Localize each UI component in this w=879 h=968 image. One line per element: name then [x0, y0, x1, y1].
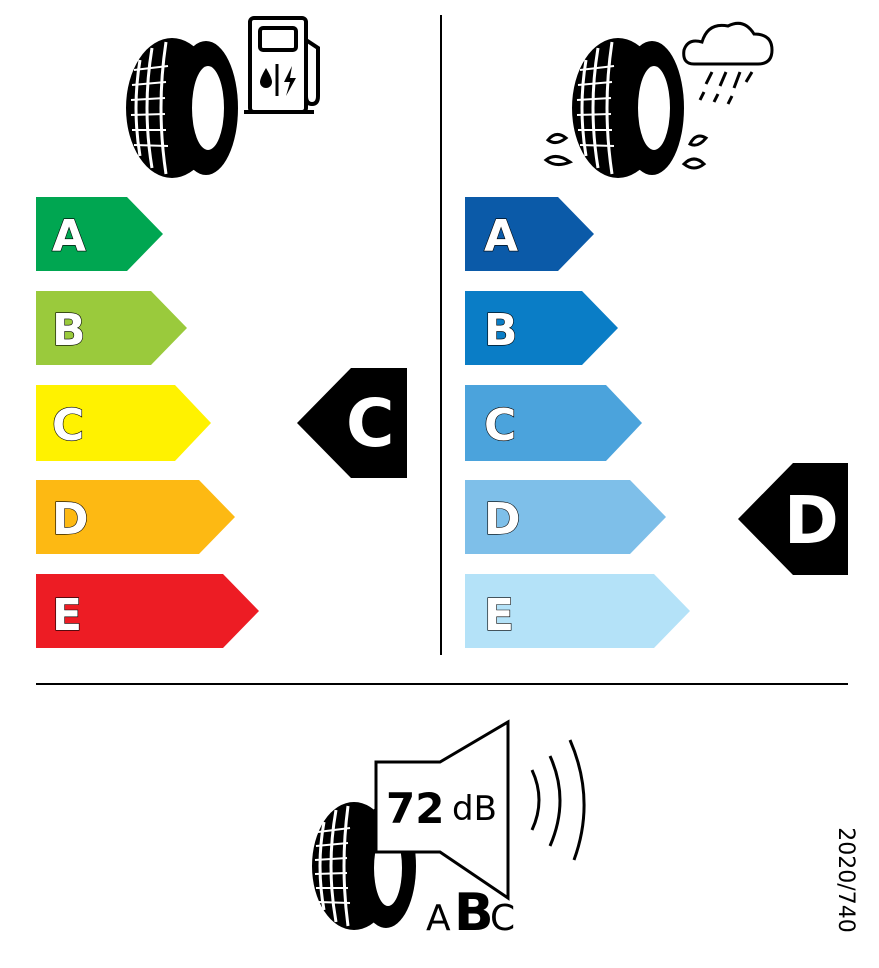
noise-class-a: A — [426, 898, 451, 939]
wet-grip-section: A B C D E D — [442, 0, 879, 660]
fuel-rating-badge: C — [297, 368, 407, 478]
fuel-rating-letter: C — [346, 385, 394, 462]
noise-class-c: C — [490, 898, 515, 939]
fuel-class-bar-e: E — [36, 574, 259, 648]
fuel-class-bar-b: B — [36, 291, 187, 365]
fuel-class-label: E — [52, 590, 82, 641]
wet-grip-graphic: A B C D E D — [465, 21, 848, 648]
wet-class-label: D — [484, 494, 521, 545]
fuel-class-bar-d: D — [36, 480, 235, 554]
noise-unit: dB — [452, 789, 497, 829]
wet-rating-letter: D — [784, 482, 839, 559]
wet-class-label: E — [484, 590, 514, 641]
tire-icon — [126, 38, 238, 178]
fuel-drop-icon — [260, 68, 272, 88]
speaker-icon — [374, 719, 510, 901]
fuel-efficiency-graphic: A B C D E C — [36, 16, 407, 648]
regulation-number: 2020/740 — [833, 827, 858, 933]
electric-bolt-icon — [284, 66, 296, 96]
wet-class-label: B — [484, 305, 518, 356]
fuel-class-label: C — [52, 400, 84, 451]
fuel-class-bar-a: A — [36, 197, 163, 271]
noise-section: 72 dB A B C — [0, 690, 879, 964]
vertical-divider — [440, 15, 442, 655]
wet-class-label: C — [484, 400, 516, 451]
horizontal-divider — [36, 683, 848, 685]
tire-icon — [572, 38, 684, 178]
water-splash-icon — [543, 133, 709, 170]
wet-class-bar-b: B — [465, 291, 618, 365]
fuel-class-label: B — [52, 305, 86, 356]
sound-waves-icon — [530, 739, 586, 861]
wet-class-bar-e: E — [465, 574, 690, 648]
wet-class-bar-a: A — [465, 197, 594, 271]
wet-class-bar-d: D — [465, 480, 666, 554]
wet-class-label: A — [484, 211, 518, 262]
fuel-class-bar-c: C — [36, 385, 211, 461]
noise-class-b: B — [454, 883, 494, 943]
fuel-efficiency-section: A B C D E C — [0, 0, 440, 660]
fuel-class-label: A — [52, 211, 86, 262]
wet-rating-badge: D — [738, 463, 848, 575]
noise-graphic: 72 dB A B C — [312, 719, 586, 943]
fuel-class-label: D — [52, 494, 89, 545]
noise-value: 72 — [386, 784, 444, 833]
fuel-pump-icon — [244, 16, 320, 114]
wet-class-bar-c: C — [465, 385, 642, 461]
rain-cloud-icon — [682, 21, 774, 105]
